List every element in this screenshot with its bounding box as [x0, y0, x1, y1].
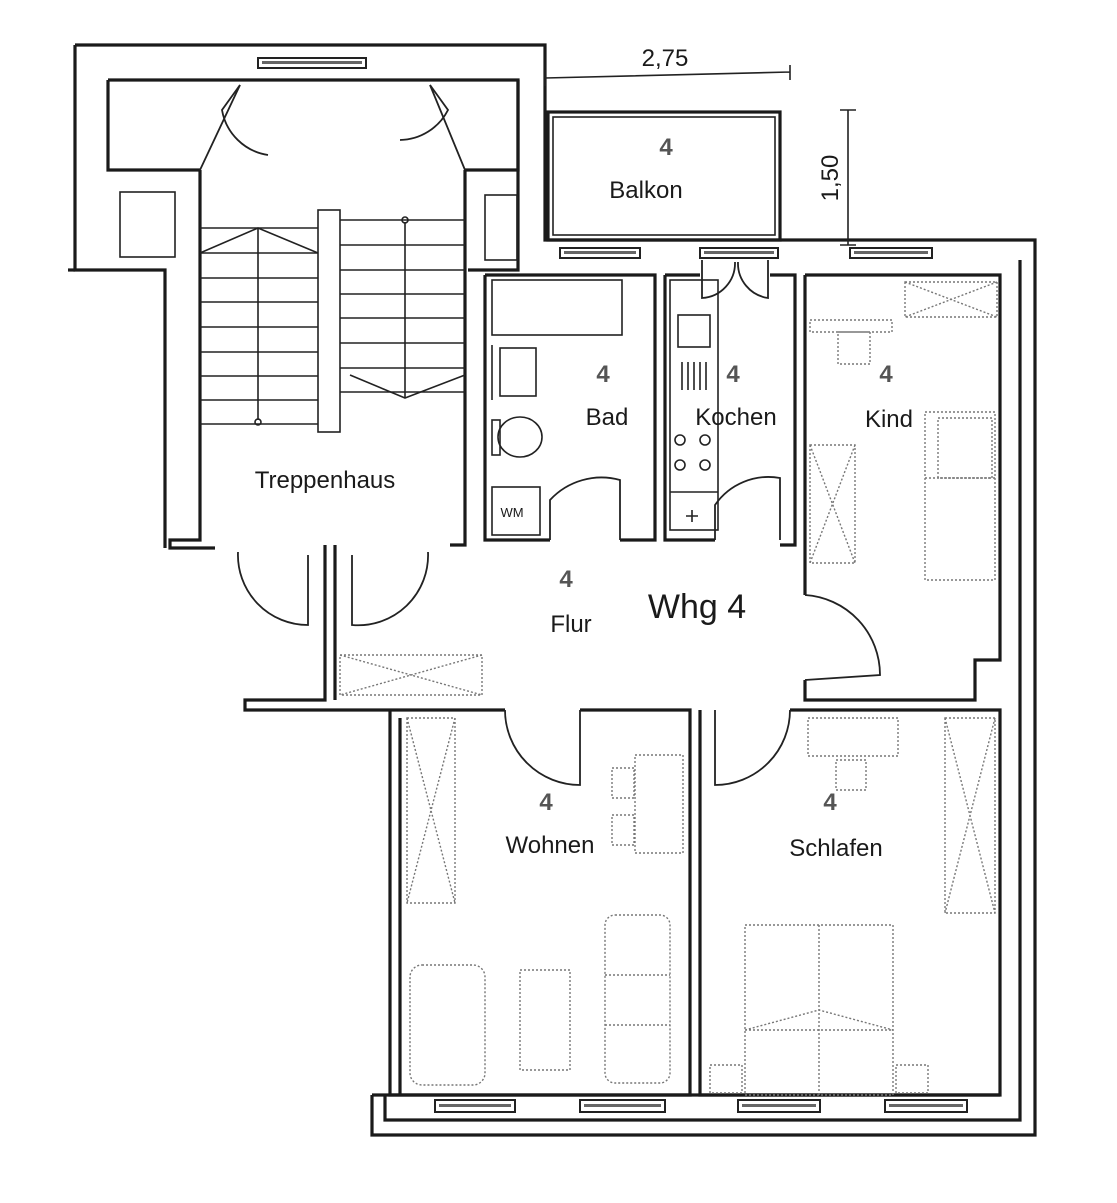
flur-fixtures [339, 654, 483, 696]
bathroom-fixtures [491, 279, 623, 540]
windows [257, 57, 968, 1113]
dimension-balcony-width: 2,75 [642, 45, 689, 72]
stairwell [119, 84, 518, 627]
room-label-kochen: Kochen [695, 404, 776, 431]
balcony [546, 110, 782, 242]
room-label-wohnen: Wohnen [506, 832, 595, 859]
room-number-schlafen: 4 [823, 789, 837, 816]
outer-walls [68, 43, 1037, 1137]
kitchen-fixtures [669, 260, 781, 540]
interior-walls [243, 260, 1022, 1122]
room-number-flur: 4 [559, 566, 573, 593]
room-number-kochen: 4 [726, 361, 740, 388]
room-label-flur: Flur [550, 611, 591, 638]
room-label-bad: Bad [586, 404, 629, 431]
kind-furniture [804, 281, 998, 681]
dimension-lines [544, 65, 856, 246]
room-number-balkon: 4 [659, 134, 673, 161]
room-number-wohnen: 4 [539, 789, 553, 816]
room-number-bad: 4 [596, 361, 610, 388]
room-label-treppenhaus: Treppenhaus [255, 467, 396, 494]
room-label-schlafen: Schlafen [789, 835, 882, 862]
room-label-balkon: Balkon [609, 177, 682, 204]
wohnen-furniture [406, 709, 684, 1086]
dimension-balcony-depth: 1,50 [817, 155, 844, 202]
apartment-title: Whg 4 [648, 588, 746, 626]
room-label-kind: Kind [865, 406, 913, 433]
washing-machine-label: WM [500, 505, 523, 520]
schlafen-furniture [709, 709, 996, 1096]
room-number-kind: 4 [879, 361, 893, 388]
